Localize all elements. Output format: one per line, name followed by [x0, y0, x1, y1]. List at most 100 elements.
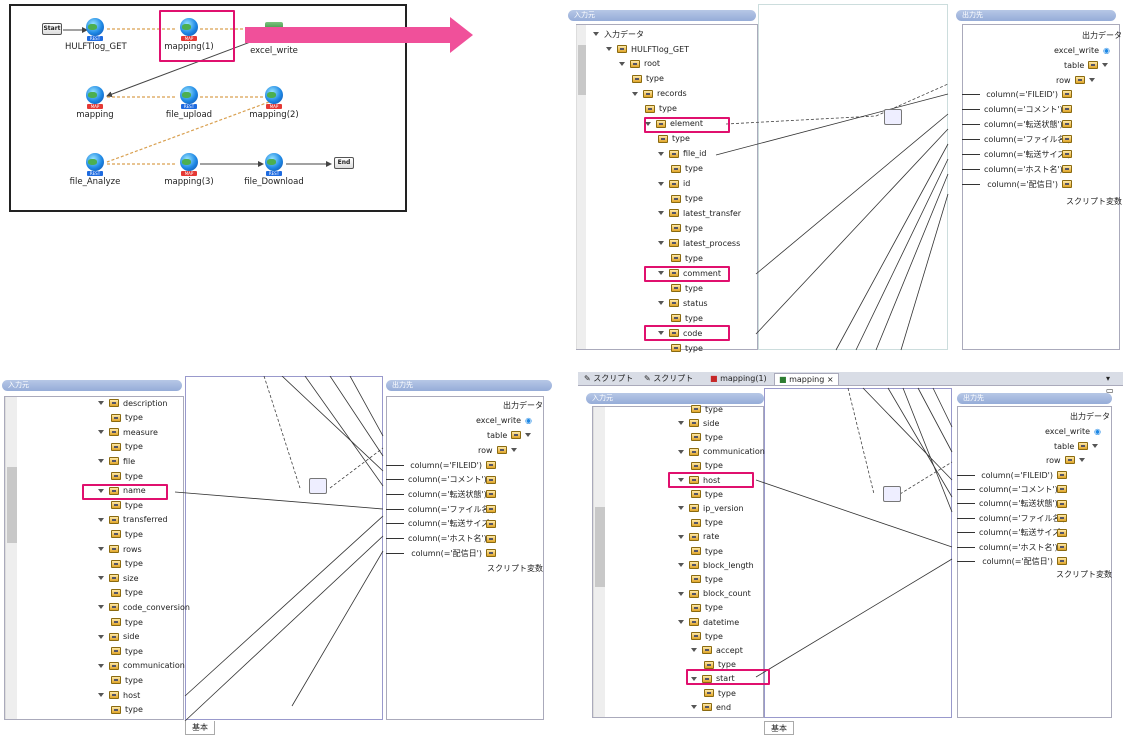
expand-chevron-icon[interactable] [98, 430, 104, 435]
tree-node[interactable]: type [691, 629, 723, 643]
tree-node[interactable]: file_id [658, 147, 706, 161]
tree-node[interactable]: start [691, 672, 735, 686]
expand-chevron-icon[interactable] [658, 241, 664, 246]
tree-node[interactable]: comment [658, 266, 721, 280]
tree-node[interactable]: block_count [678, 587, 751, 601]
output-column-row[interactable]: column(='FILEID') [962, 87, 1076, 101]
tree-node[interactable]: type [111, 586, 143, 600]
expand-chevron-icon[interactable] [98, 693, 104, 697]
tree-node[interactable]: description [98, 396, 167, 410]
tree-node[interactable]: type [111, 498, 143, 512]
expand-chevron-icon[interactable] [98, 663, 104, 668]
tree-node[interactable]: code [658, 326, 702, 340]
tree-node[interactable]: rows [98, 542, 142, 556]
expand-chevron-icon[interactable] [678, 563, 684, 568]
tree-node[interactable]: element [645, 117, 703, 131]
tree-node[interactable]: type [691, 601, 723, 615]
expand-chevron-icon[interactable] [658, 301, 664, 306]
tree-node[interactable]: type [691, 402, 723, 416]
expand-chevron-icon[interactable] [632, 91, 638, 96]
tree-node[interactable]: type [111, 703, 143, 717]
tree-node[interactable]: type [671, 281, 703, 295]
expand-chevron-icon[interactable] [645, 121, 651, 126]
tree-node[interactable]: accept [691, 643, 743, 657]
output-column-row[interactable]: column(='ファイル名') [386, 502, 500, 516]
tree-node[interactable]: communication [98, 659, 185, 673]
expand-chevron-icon[interactable] [691, 648, 697, 653]
expand-chevron-icon[interactable] [98, 634, 104, 639]
tab-basic[interactable]: 基本 [764, 721, 794, 735]
tree-node[interactable]: type [111, 440, 143, 454]
mapping-function-icon[interactable] [309, 478, 327, 494]
tree-node[interactable]: type [671, 311, 703, 325]
input-scrollbar[interactable] [576, 25, 586, 349]
output-column-row[interactable]: column(='転送状態') [957, 497, 1071, 511]
tree-node[interactable]: communication [678, 445, 765, 459]
input-scrollbar[interactable] [593, 407, 605, 717]
tree-node[interactable]: records [632, 87, 687, 101]
tab-basic[interactable]: 基本 [185, 721, 215, 735]
mapping-canvas[interactable] [764, 388, 952, 718]
tree-node[interactable]: end [691, 700, 731, 714]
input-scrollbar[interactable] [5, 397, 17, 719]
tree-node[interactable]: transferred [98, 513, 168, 527]
tree-node[interactable]: type [691, 544, 723, 558]
output-column-row[interactable]: column(='配信日') [386, 546, 500, 560]
expand-chevron-icon[interactable] [658, 211, 664, 216]
expand-chevron-icon[interactable] [658, 331, 664, 336]
close-icon[interactable]: × [826, 375, 834, 384]
tree-node[interactable]: status [658, 296, 708, 310]
tree-node[interactable]: type [111, 469, 143, 483]
tree-node[interactable]: name [98, 484, 146, 498]
tree-node[interactable]: type [691, 572, 723, 586]
tree-node[interactable]: rate [678, 530, 719, 544]
mapping-function-icon[interactable] [884, 109, 902, 125]
minimize-icon[interactable]: ▾ ▭ [1106, 374, 1114, 395]
output-column-row[interactable]: column(='コメント') [962, 102, 1076, 116]
tab-script-2[interactable]: ✎ スクリプト [644, 374, 694, 383]
expand-chevron-icon[interactable] [98, 488, 104, 493]
expand-chevron-icon[interactable] [98, 576, 104, 581]
output-column-row[interactable]: column(='転送サイズ') [962, 147, 1076, 161]
expand-chevron-icon[interactable] [98, 459, 104, 464]
tree-node[interactable]: type [704, 658, 736, 672]
tree-node[interactable]: ip_version [678, 501, 744, 515]
expand-chevron-icon[interactable] [691, 705, 697, 710]
expand-chevron-icon[interactable] [98, 517, 104, 522]
expand-chevron-icon[interactable] [678, 421, 684, 426]
expand-chevron-icon[interactable] [98, 547, 104, 551]
output-column-row[interactable]: column(='転送状態') [962, 117, 1076, 131]
tree-node[interactable]: file [98, 454, 135, 468]
mapping-canvas[interactable] [185, 376, 383, 720]
output-column-row[interactable]: column(='FILEID') [386, 458, 500, 472]
tree-node[interactable]: type [671, 341, 703, 355]
tree-node[interactable]: HULFTlog_GET [606, 42, 689, 56]
expand-chevron-icon[interactable] [678, 449, 684, 454]
tree-node[interactable]: type [671, 221, 703, 235]
tree-node[interactable]: size [98, 571, 139, 585]
tree-node[interactable]: type [111, 615, 143, 629]
tree-node[interactable]: latest_transfer [658, 206, 741, 220]
tree-node[interactable]: type [671, 251, 703, 265]
tree-node[interactable]: type [645, 102, 677, 116]
expand-chevron-icon[interactable] [658, 271, 664, 276]
output-column-row[interactable]: column(='コメント') [386, 473, 500, 487]
output-column-row[interactable]: column(='転送サイズ') [957, 526, 1071, 540]
tree-node[interactable]: block_length [678, 558, 754, 572]
expand-chevron-icon[interactable] [619, 61, 625, 66]
tree-node[interactable]: type [691, 487, 723, 501]
expand-chevron-icon[interactable] [678, 620, 684, 624]
start-node[interactable]: Start [42, 23, 62, 35]
expand-chevron-icon[interactable] [98, 401, 104, 405]
tree-node[interactable]: type [111, 644, 143, 658]
output-column-row[interactable]: column(='転送サイズ') [386, 517, 500, 531]
expand-chevron-icon[interactable] [678, 478, 684, 482]
expand-chevron-icon[interactable] [678, 534, 684, 539]
expand-chevron-icon[interactable] [678, 591, 684, 596]
